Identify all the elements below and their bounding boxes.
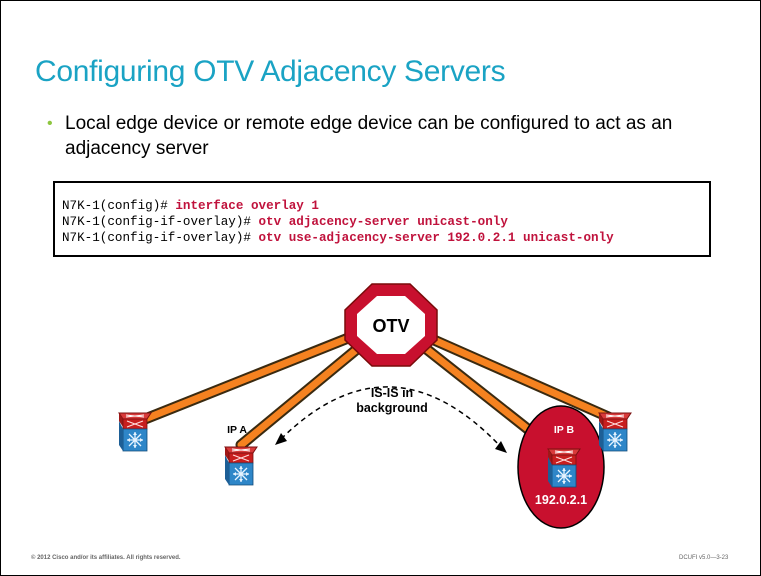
arrow-head-left-icon — [275, 433, 287, 445]
switch-far-right-icon — [598, 412, 632, 452]
isis-annotation-line1: IS-IS in — [371, 386, 413, 400]
switch-far-left-icon — [118, 412, 152, 452]
footer-slide-code: DCUFI v5.0—3-23 — [679, 555, 729, 561]
arrow-head-right-icon — [495, 441, 507, 453]
code-prompt: N7K-1(config)# — [62, 199, 176, 213]
ip-a-label: IP A — [227, 424, 247, 436]
code-line: N7K-1(config)# interface overlay 1 — [62, 198, 709, 214]
cli-code-box: N7K-1(config)# interface overlay 1 N7K-1… — [53, 181, 711, 257]
code-command: otv use-adjacency-server 192.0.2.1 unica… — [258, 231, 614, 245]
otv-label: OTV — [372, 316, 409, 336]
footer-copyright: © 2012 Cisco and/or its affiliates. All … — [31, 555, 181, 561]
server-address-label: 192.0.2.1 — [535, 493, 587, 507]
slide-title: Configuring OTV Adjacency Servers — [35, 55, 506, 88]
switch-ip-a-icon — [224, 446, 258, 486]
bullet-text: Local edge device or remote edge device … — [65, 113, 673, 159]
bullet-dot-icon: • — [47, 115, 53, 132]
code-command: otv adjacency-server unicast-only — [258, 215, 508, 229]
isis-dashed-arc — [275, 386, 507, 453]
code-command: interface overlay 1 — [175, 199, 319, 213]
switch-adjacency-server-icon — [547, 448, 581, 488]
code-prompt: N7K-1(config-if-overlay)# — [62, 231, 259, 245]
otv-octagon-icon: OTV — [344, 283, 438, 367]
code-line: N7K-1(config-if-overlay)# otv use-adjace… — [62, 230, 709, 246]
code-prompt: N7K-1(config-if-overlay)# — [62, 215, 259, 229]
code-line: N7K-1(config-if-overlay)# otv adjacency-… — [62, 214, 709, 230]
ip-b-label: IP B — [554, 424, 575, 436]
isis-annotation-line2: background — [356, 401, 428, 415]
